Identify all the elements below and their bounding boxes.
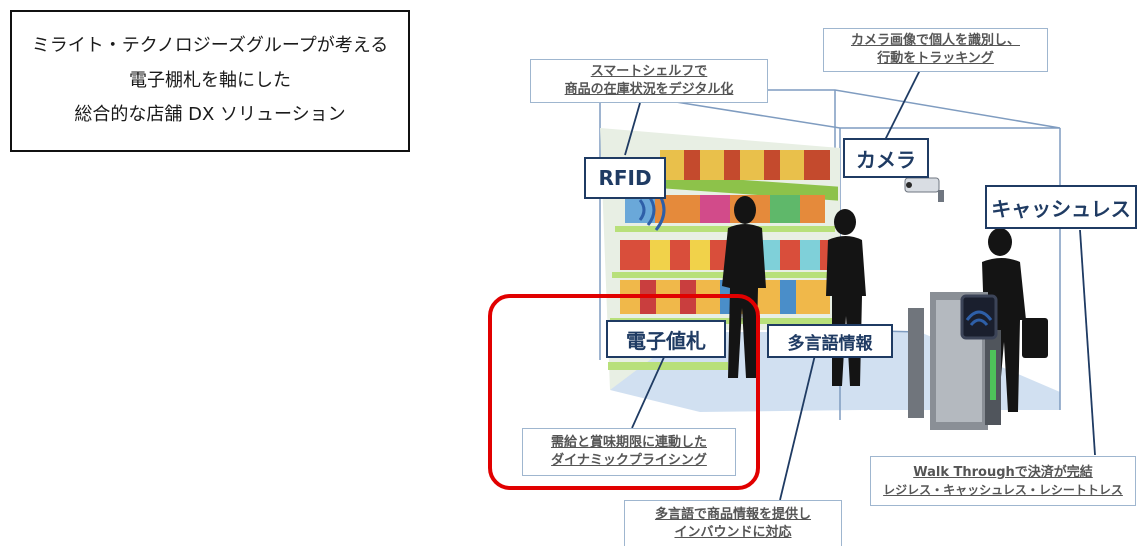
shelf-products <box>620 150 830 314</box>
leader-lines <box>624 69 1096 501</box>
callout-multilingual: 多言語で商品情報を提供し インバウンドに対応 <box>624 500 842 546</box>
tag-multilingual: 多言語情報 <box>767 324 893 358</box>
title-box: ミライト・テクノロジーズグループが考える 電子棚札を軸にした 総合的な店舗 DX… <box>10 10 410 152</box>
title-line-1: ミライト・テクノロジーズグループが考える <box>31 34 389 56</box>
walk-through-gate <box>908 292 1001 430</box>
tag-rfid: RFID <box>584 157 666 199</box>
callout-smart-shelf-line1: スマートシェルフで <box>590 64 708 80</box>
callout-walk-through-line1: Walk Throughで決済が完結 <box>913 465 1093 481</box>
callout-dynamic-pricing-line2: ダイナミックプライシング <box>551 453 707 468</box>
callout-multilingual-line2: インバウンドに対応 <box>674 524 792 540</box>
tag-esl: 電子値札 <box>606 320 726 358</box>
esl-highlight-frame <box>488 294 760 490</box>
callout-dynamic-pricing: 需給と賞味期限に連動した ダイナミックプライシング <box>522 428 736 476</box>
callout-camera-id: カメラ画像で個人を識別し、 行動をトラッキング <box>823 28 1048 72</box>
title-line-2: 電子棚札を軸にした <box>129 69 291 91</box>
callout-camera-id-line1: カメラ画像で個人を識別し、 <box>850 33 1020 49</box>
callout-smart-shelf: スマートシェルフで 商品の在庫状況をデジタル化 <box>530 59 768 103</box>
callout-multilingual-line1: 多言語で商品情報を提供し <box>654 506 811 522</box>
callout-camera-id-line2: 行動をトラッキング <box>877 51 994 66</box>
callout-smart-shelf-line2: 商品の在庫状況をデジタル化 <box>564 82 734 97</box>
tag-cashless: キャッシュレス <box>985 185 1137 229</box>
callout-walk-through: Walk Throughで決済が完結 レジレス・キャッシュレス・レシートトレス <box>870 456 1136 506</box>
title-line-3: 総合的な店舗 DX ソリューション <box>74 104 346 126</box>
wireless-icon <box>960 294 998 340</box>
callout-dynamic-pricing-line1: 需給と賞味期限に連動した <box>550 435 707 451</box>
security-camera-icon <box>904 177 944 202</box>
callout-walk-through-line2: レジレス・キャッシュレス・レシートトレス <box>883 482 1123 497</box>
tag-camera: カメラ <box>843 138 929 178</box>
